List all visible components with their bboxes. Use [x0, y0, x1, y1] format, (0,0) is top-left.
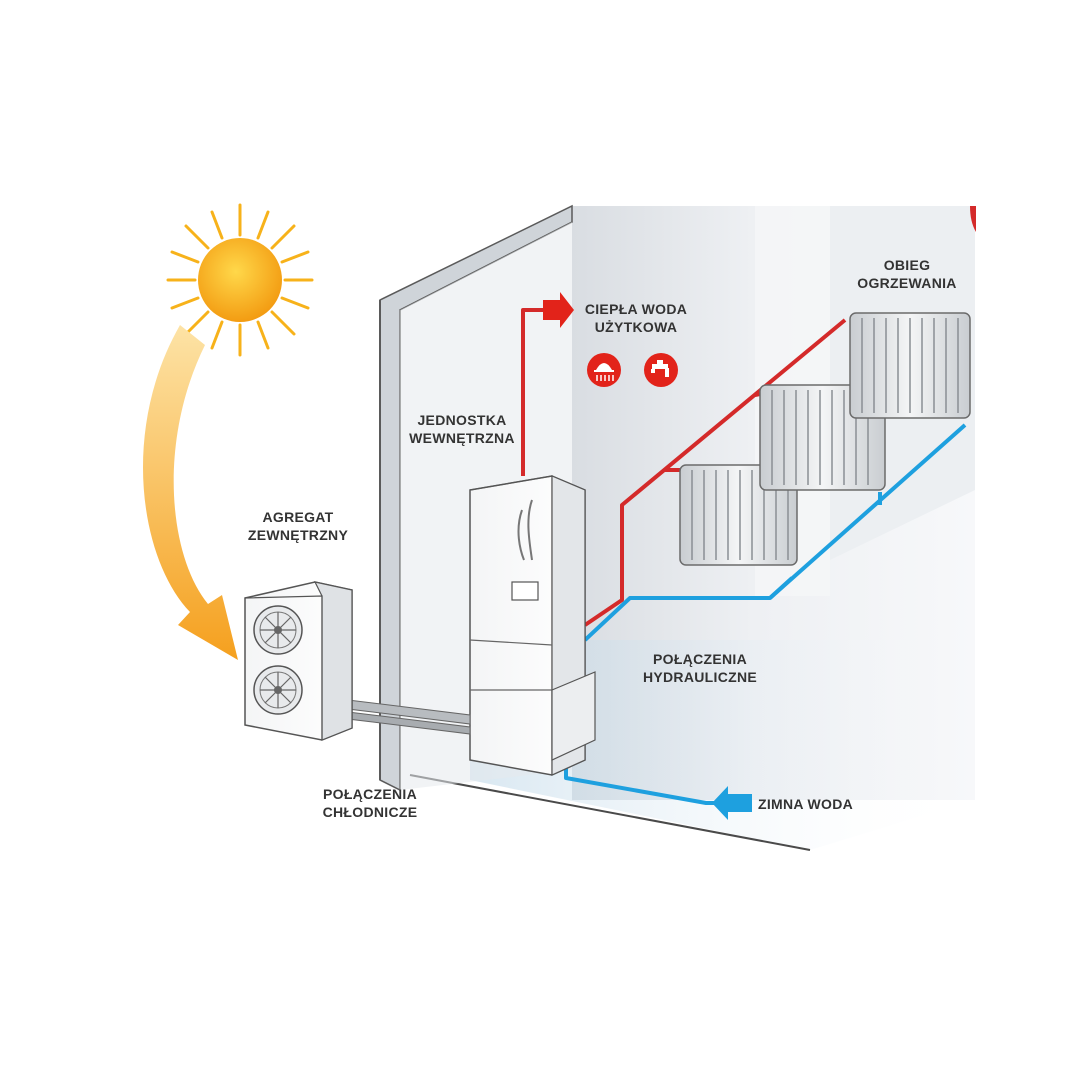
shower-icon: [587, 353, 621, 387]
outdoor-unit: [244, 581, 353, 741]
label-hot-water: CIEPŁA WODA UŻYTKOWA: [576, 300, 696, 336]
floor: [409, 770, 1030, 1000]
label-refrigerant-connections-line1: POŁĄCZENIA: [323, 786, 417, 802]
label-heating-circuit-line2: OGRZEWANIA: [857, 275, 957, 291]
radiator-3: [849, 312, 971, 419]
fan-icon: [253, 605, 303, 715]
label-outdoor-unit-line1: AGREGAT: [262, 509, 334, 525]
energy-arc-arrow: [142, 325, 238, 660]
label-heating-circuit: OBIEG OGRZEWANIA: [842, 256, 972, 292]
label-cold-water: ZIMNA WODA: [758, 796, 854, 812]
label-indoor-unit: JEDNOSTKA WEWNĘTRZNA: [397, 411, 527, 447]
label-indoor-unit-line1: JEDNOSTKA: [417, 412, 507, 428]
label-heating-circuit-line1: OBIEG: [883, 257, 931, 273]
red-arrow-fragment: [970, 206, 976, 232]
label-hydraulic-connections-line2: HYDRAULICZNE: [642, 669, 758, 685]
label-hydraulic-connections: POŁĄCZENIA HYDRAULICZNE: [630, 650, 770, 686]
label-outdoor-unit-line2: ZEWNĘTRZNY: [247, 527, 349, 543]
arrow-right-icon: [543, 292, 574, 328]
label-refrigerant-connections: POŁĄCZENIA CHŁODNICZE: [310, 785, 430, 821]
sun-icon: [166, 203, 314, 357]
label-refrigerant-connections-line2: CHŁODNICZE: [322, 804, 418, 820]
label-hydraulic-connections-line1: POŁĄCZENIA: [653, 651, 747, 667]
faucet-icon: [644, 353, 678, 387]
label-hot-water-line2: UŻYTKOWA: [594, 319, 678, 335]
label-hot-water-line1: CIEPŁA WODA: [584, 301, 688, 317]
label-outdoor-unit: AGREGAT ZEWNĘTRZNY: [238, 508, 358, 544]
arrow-left-icon: [712, 786, 752, 820]
indoor-unit: [469, 475, 596, 776]
label-indoor-unit-line2: WEWNĘTRZNA: [409, 430, 515, 446]
